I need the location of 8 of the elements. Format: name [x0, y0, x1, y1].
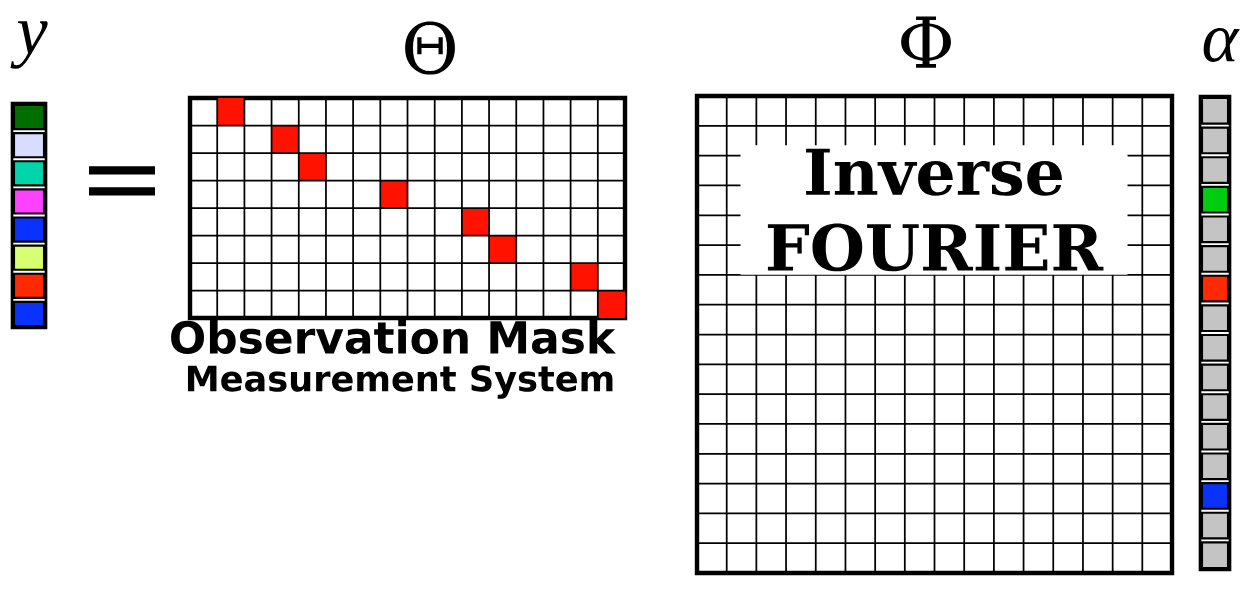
- caption-text: Measurement System: [187, 365, 613, 399]
- math-symbol: α: [1203, 28, 1240, 62]
- math-symbol: y: [10, 21, 48, 69]
- overlay-text: Inverse FOURIER: [740, 145, 1128, 275]
- math-symbol: Φ: [901, 16, 951, 68]
- equals-sign: =: [89, 166, 155, 196]
- math-symbol: Θ: [405, 21, 455, 75]
- caption-text: Observation Mask: [171, 320, 616, 354]
